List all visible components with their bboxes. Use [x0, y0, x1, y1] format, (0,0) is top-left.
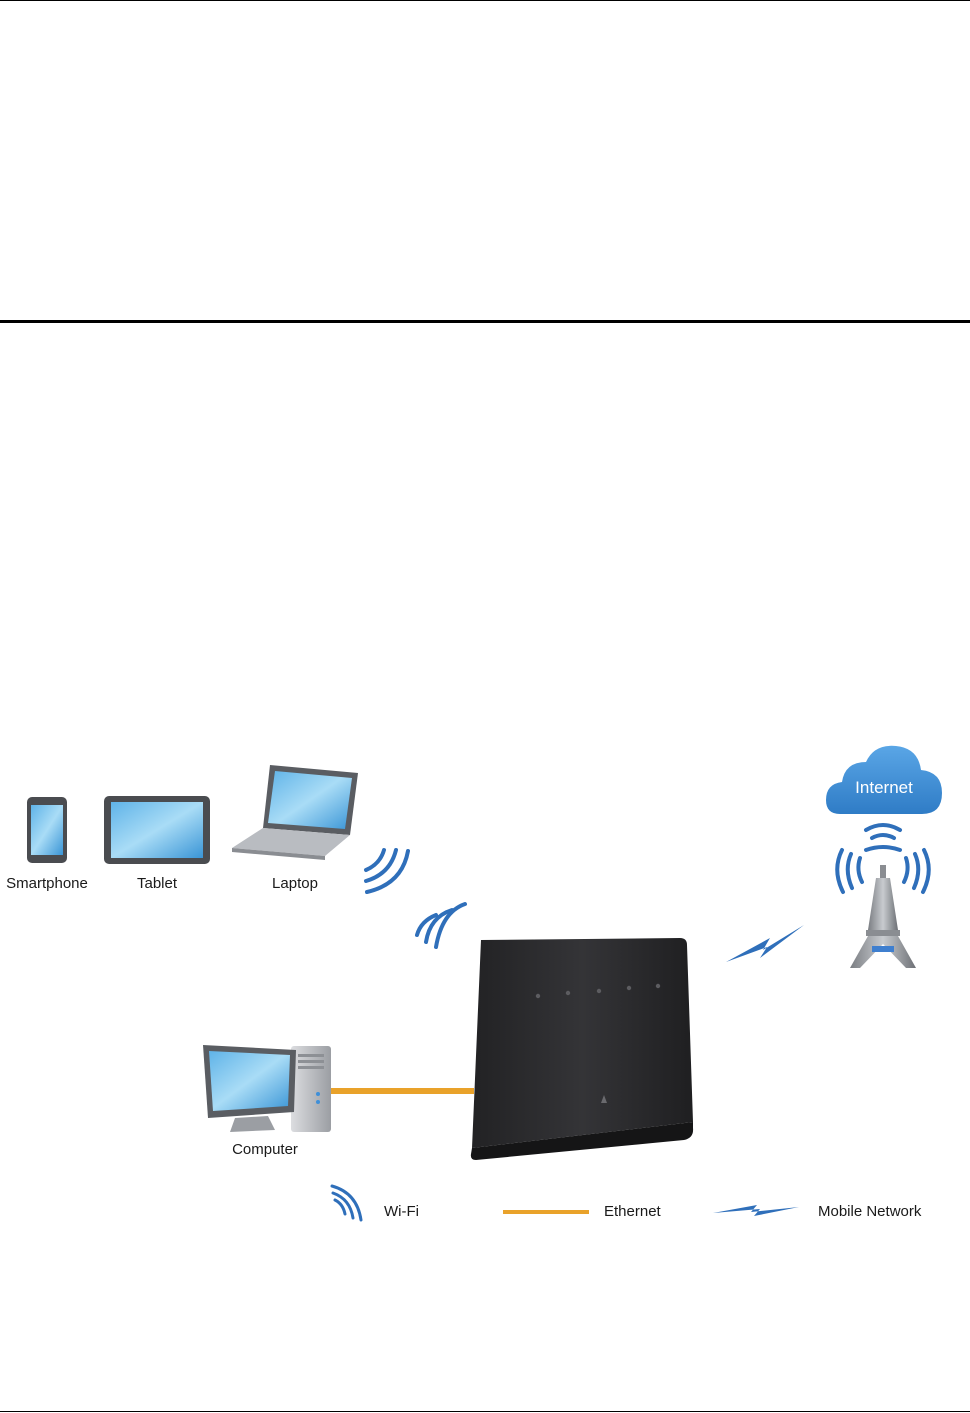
network-diagram: Smartphone Tablet Laptop Computer: [6, 745, 942, 1222]
legend-mobile-label: Mobile Network: [818, 1203, 922, 1220]
wifi-waves-icon: [364, 848, 467, 949]
tower-signal-icon: [835, 823, 931, 894]
legend-wifi-icon: [330, 1184, 363, 1222]
router-icon: [470, 938, 694, 1160]
ethernet-cable: [331, 1088, 474, 1094]
smartphone-label: Smartphone: [6, 875, 88, 892]
mobile-signal-bolt-icon: [726, 925, 804, 962]
legend-mobile-bolt-icon: [713, 1205, 799, 1216]
internet-label: Internet: [855, 778, 913, 797]
cell-tower-icon: [850, 865, 916, 968]
legend-ethernet-label: Ethernet: [604, 1203, 662, 1220]
laptop-icon: [232, 765, 358, 860]
laptop-label: Laptop: [272, 875, 318, 892]
smartphone-icon: [27, 797, 67, 863]
legend: Wi-Fi Ethernet Mobile Network: [330, 1184, 922, 1222]
legend-wifi-label: Wi-Fi: [384, 1203, 419, 1220]
tablet-label: Tablet: [137, 875, 178, 892]
computer-icon: [203, 1045, 331, 1132]
section-divider: [0, 320, 970, 323]
internet-cloud-icon: [826, 745, 942, 814]
tablet-icon: [104, 796, 210, 864]
top-border: [0, 0, 970, 1]
bottom-border: [0, 1411, 970, 1412]
computer-label: Computer: [232, 1141, 298, 1158]
legend-ethernet-line: [503, 1210, 589, 1214]
